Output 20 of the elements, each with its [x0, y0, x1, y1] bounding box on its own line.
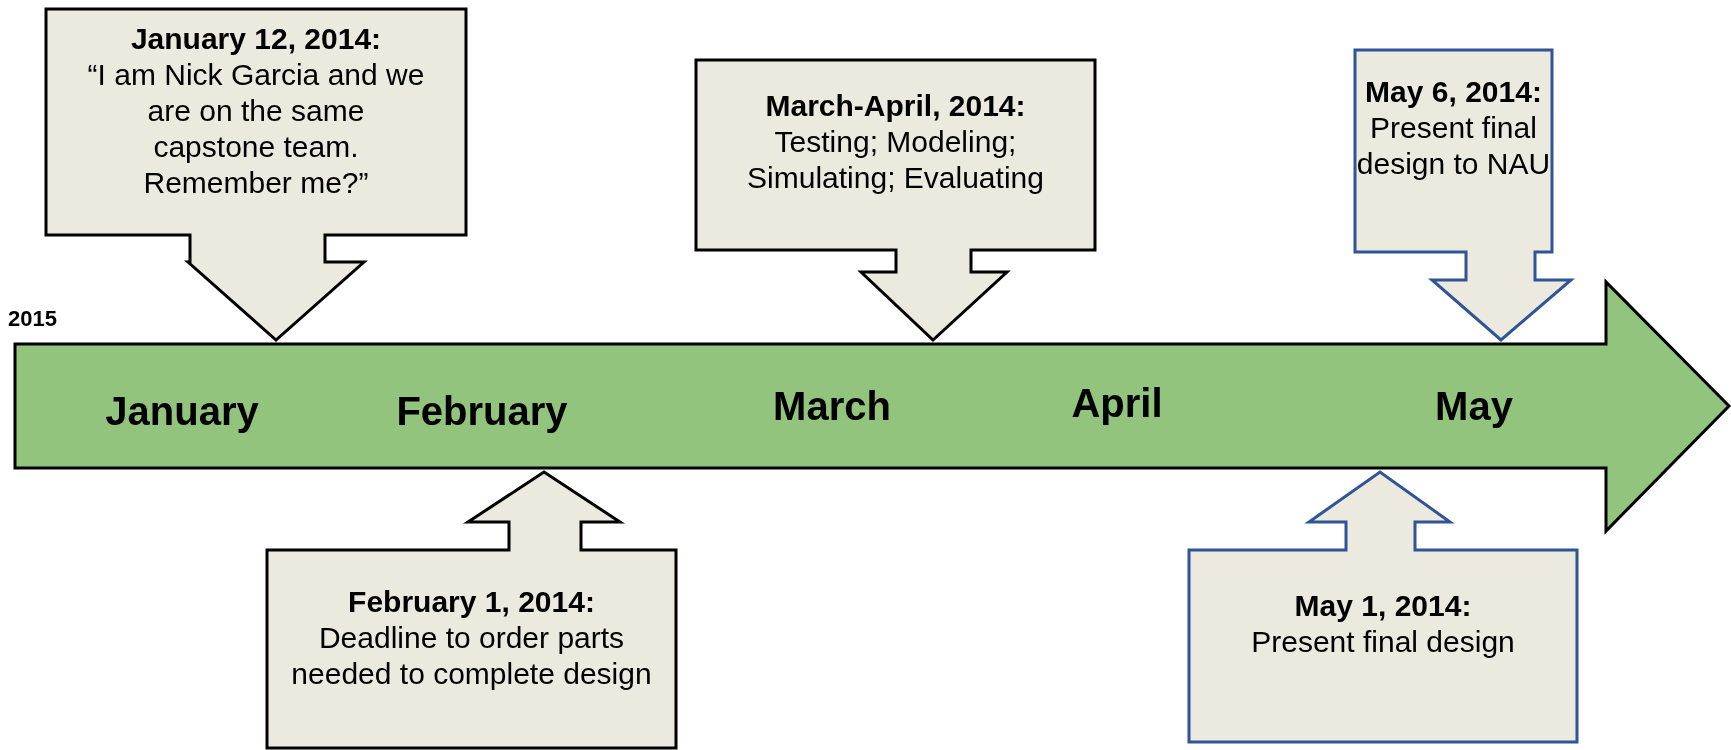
- month-label: February: [396, 388, 568, 434]
- event-text: “I am Nick Garcia and we are on the same capstone team. Remember me?”: [86, 57, 426, 201]
- month-label: March: [773, 383, 891, 429]
- date-heading: February 1, 2014:: [347, 584, 596, 620]
- event-text: Present final design: [1250, 624, 1516, 660]
- callout-arrow-box: [1354, 49, 1572, 341]
- date-heading: May 6, 2014:: [1364, 74, 1543, 110]
- callout-arrow-box: [1188, 471, 1578, 743]
- callout-arrow-box: [695, 59, 1096, 341]
- date-heading: March-April, 2014:: [764, 88, 1027, 124]
- date-heading: January 12, 2014:: [129, 21, 383, 57]
- event-text: Deadline to order parts needed to complete design: [290, 620, 653, 692]
- date-heading: May 1, 2014:: [1293, 588, 1473, 624]
- month-label: May: [1435, 383, 1513, 429]
- callout-arrow-box: [266, 471, 677, 749]
- year-label: 2015: [8, 306, 57, 332]
- month-label: April: [1071, 380, 1163, 426]
- event-text: Testing; Modeling; Simulating; Evaluating: [746, 124, 1045, 196]
- month-label: January: [105, 388, 259, 434]
- event-text: Present final design to NAU: [1355, 110, 1552, 182]
